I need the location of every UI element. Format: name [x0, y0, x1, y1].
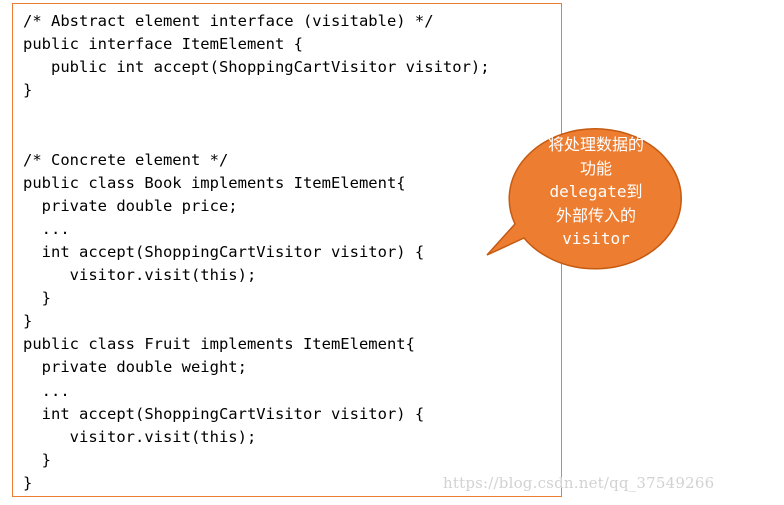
callout-line: visitor [562, 229, 630, 248]
code-line: ... [23, 381, 70, 400]
code-line: visitor.visit(this); [23, 427, 257, 446]
callout-line: 将处理数据的 [547, 135, 644, 154]
code-line: } [23, 312, 33, 331]
code-line: ... [23, 219, 70, 238]
code-line: /* Abstract element interface (visitable… [23, 12, 434, 30]
code-line: visitor.visit(this); [23, 266, 257, 285]
speech-bubble-shape [486, 128, 682, 270]
callout-line: 外部传入的 [555, 205, 636, 225]
callout-line: 功能 [579, 158, 612, 178]
callout-text: 将处理数据的 功能 delegate到 外部传入的 visitor [522, 133, 670, 251]
code-line: public int accept(ShoppingCartVisitor vi… [23, 58, 490, 77]
callout-line: delegate到 [522, 180, 670, 204]
code-listing: /* Abstract element interface (visitable… [23, 10, 490, 495]
code-line: } [23, 450, 51, 469]
code-line: private double price; [23, 196, 238, 215]
watermark: https://blog.csdn.net/qq_37549266 [443, 474, 715, 492]
callout-code-word: delegate [549, 182, 627, 201]
code-line: /* Concrete element */ [23, 150, 229, 169]
code-line: public class Fruit implements ItemElemen… [23, 335, 415, 354]
code-line: int accept(ShoppingCartVisitor visitor) … [23, 242, 425, 261]
code-line: public class Book implements ItemElement… [23, 173, 406, 192]
code-box: /* Abstract element interface (visitable… [12, 3, 562, 497]
code-line: public interface ItemElement { [23, 35, 303, 54]
code-line: } [23, 81, 33, 100]
code-line: private double weight; [23, 358, 247, 377]
code-line: } [23, 473, 33, 492]
code-line: } [23, 289, 51, 308]
code-line: int accept(ShoppingCartVisitor visitor) … [23, 404, 425, 423]
callout-line-suffix: 到 [626, 182, 643, 201]
